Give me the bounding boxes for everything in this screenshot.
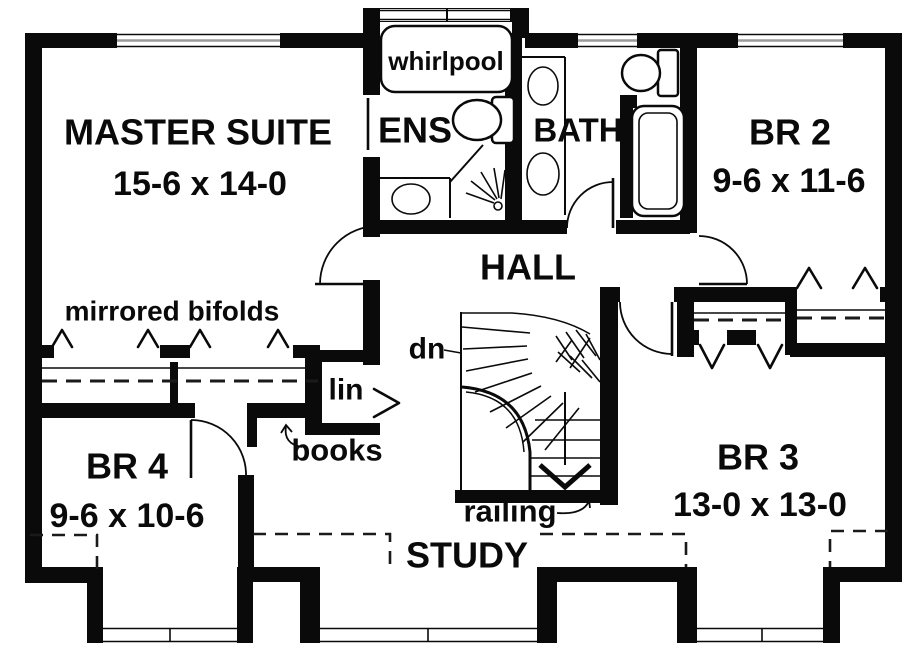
doors <box>189 98 748 479</box>
window-br3-dormer <box>697 627 823 643</box>
bath-toilet <box>620 48 680 98</box>
dn-label: dn <box>409 333 446 366</box>
lin-label: lin <box>329 374 364 407</box>
railing-label: railing <box>463 494 556 529</box>
br2-label: BR 2 <box>749 112 831 153</box>
bath-label: BATH <box>533 112 622 149</box>
master-door <box>315 225 379 286</box>
window-br2 <box>738 33 843 48</box>
br2-closet-bifolds <box>795 266 879 290</box>
knee-wall-lines <box>30 529 888 572</box>
br4-label: BR 4 <box>86 446 168 487</box>
windows <box>103 9 843 643</box>
dn-leader-line <box>443 349 462 354</box>
br2-door <box>698 235 748 286</box>
ensuite-label: ENS <box>378 110 452 151</box>
hall-label: HALL <box>480 247 576 288</box>
lin-door-arrow-icon <box>372 387 401 419</box>
ens-toilet <box>451 95 516 145</box>
staircase <box>443 312 601 491</box>
whirlpool-tub <box>379 24 514 94</box>
shower <box>449 144 506 218</box>
annotation-arrows <box>280 423 591 515</box>
master-suite-label: MASTER SUITE <box>64 112 332 153</box>
fixtures <box>373 24 686 218</box>
books-arrow-icon <box>280 423 303 448</box>
br4-door <box>189 419 247 479</box>
br3-dims: 13-0 x 13-0 <box>673 486 847 524</box>
window-study-dormer <box>320 627 537 643</box>
bath-door <box>566 178 615 229</box>
master-closet-bifolds <box>50 328 290 349</box>
br3-label: BR 3 <box>717 437 799 478</box>
bath-vanity-sinks <box>522 56 566 215</box>
mirrored-bifolds-label: mirrored bifolds <box>65 296 280 327</box>
stair-railing <box>455 490 618 503</box>
books-label: books <box>291 433 382 468</box>
window-bath <box>578 33 637 48</box>
master-suite-dims: 15-6 x 14-0 <box>113 165 287 203</box>
br3-closet-bifolds <box>698 343 784 370</box>
whirlpool-label: whirlpool <box>387 46 504 76</box>
study-label: STUDY <box>406 535 528 576</box>
bifold-doors <box>50 266 879 370</box>
window-whirlpool-right <box>448 9 510 21</box>
br2-dims: 9-6 x 11-6 <box>712 162 865 200</box>
window-master <box>117 33 280 48</box>
ens-vanity-sink <box>373 177 451 218</box>
bathtub <box>630 104 686 218</box>
down-arrow-icon <box>538 392 592 491</box>
window-br4-dormer <box>103 627 237 643</box>
window-whirlpool-left <box>380 9 446 21</box>
br4-dims: 9-6 x 10-6 <box>50 497 205 535</box>
stair-hatch <box>555 329 601 383</box>
railing-arrow-icon <box>556 499 591 515</box>
br3-door <box>619 301 674 356</box>
closet-rods <box>42 309 885 383</box>
